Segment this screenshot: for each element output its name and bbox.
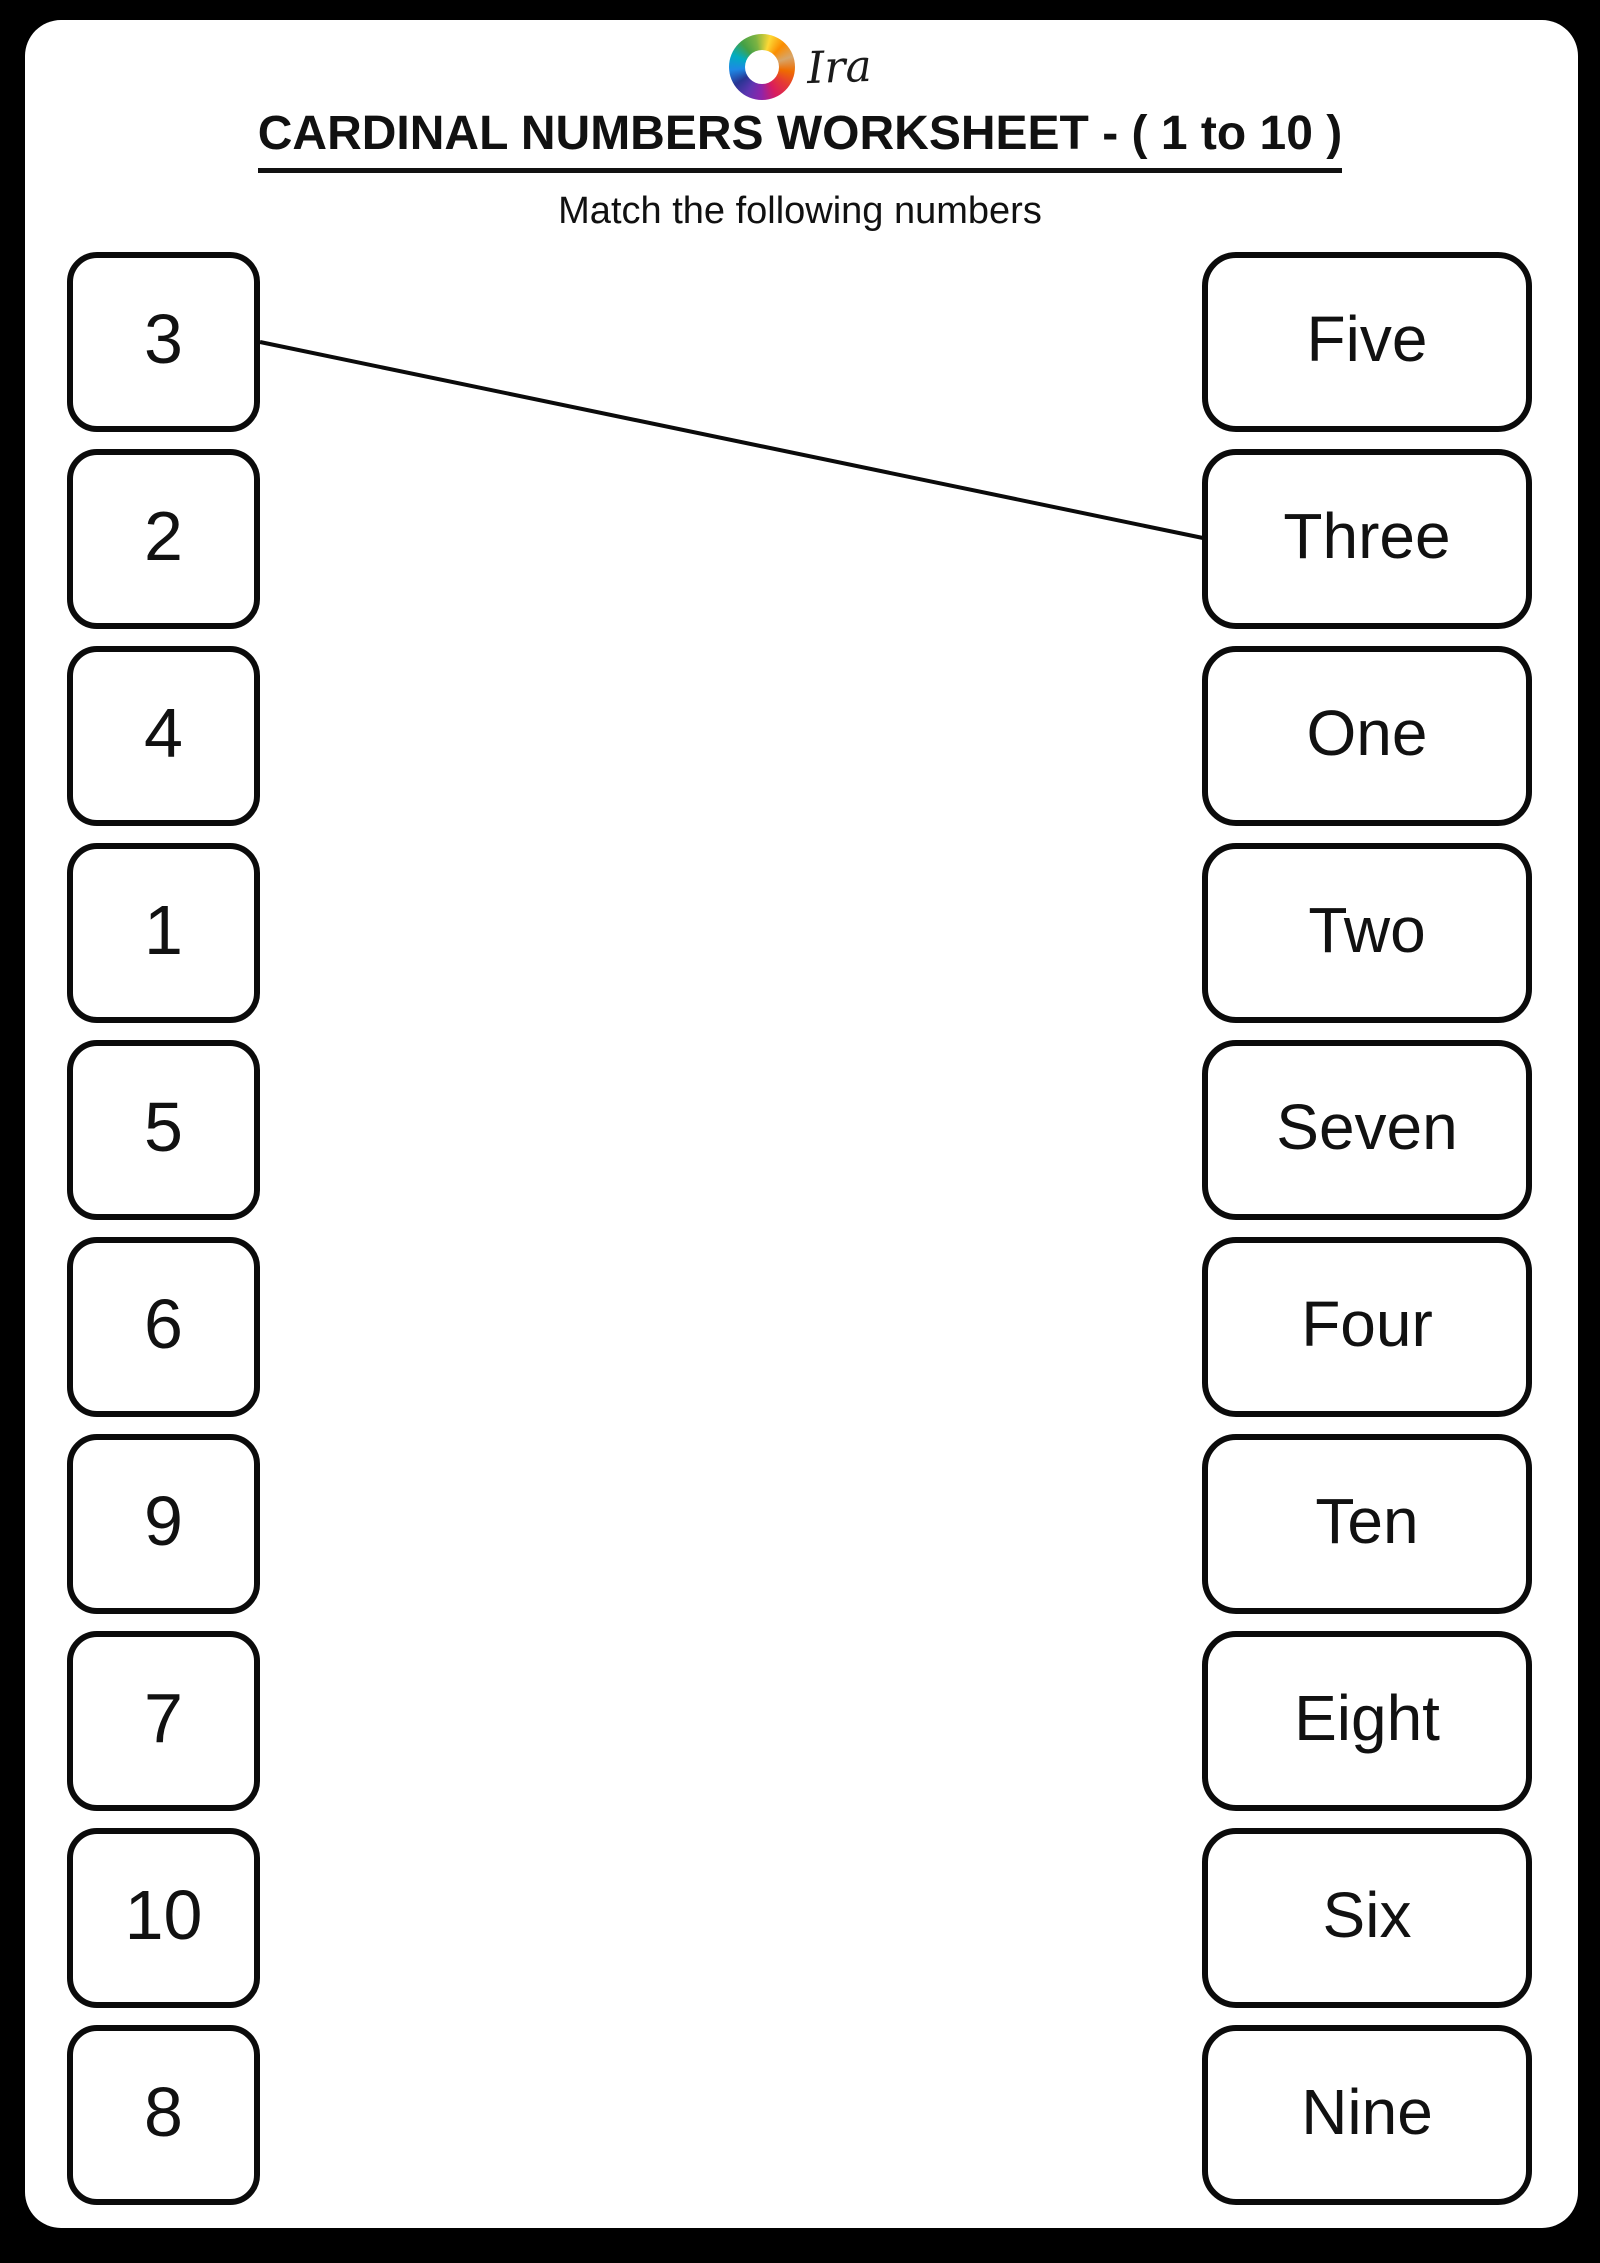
brand-logo: Ira xyxy=(0,34,1600,100)
word-label: Ten xyxy=(1315,1485,1419,1557)
brand-name: Ira xyxy=(805,40,873,94)
worksheet-title: CARDINAL NUMBERS WORKSHEET - ( 1 to 10 ) xyxy=(257,106,1343,173)
word-box[interactable]: One xyxy=(1202,646,1532,826)
number-label: 2 xyxy=(144,497,183,575)
word-box[interactable]: Seven xyxy=(1202,1040,1532,1220)
number-label: 1 xyxy=(144,891,183,969)
word-label: Seven xyxy=(1276,1091,1458,1163)
number-box[interactable]: 5 xyxy=(67,1040,260,1220)
word-label: Four xyxy=(1301,1288,1433,1360)
number-box[interactable]: 1 xyxy=(67,843,260,1023)
number-label: 4 xyxy=(144,694,183,772)
worksheet-instruction: Match the following numbers xyxy=(558,190,1042,232)
word-label: Eight xyxy=(1294,1682,1440,1754)
number-box[interactable]: 7 xyxy=(67,1631,260,1811)
word-label: One xyxy=(1306,697,1428,769)
number-label: 8 xyxy=(144,2073,183,2151)
number-label: 3 xyxy=(144,300,183,378)
word-box[interactable]: Six xyxy=(1202,1828,1532,2008)
word-box[interactable]: Three xyxy=(1202,449,1532,629)
word-label: Three xyxy=(1283,500,1451,572)
number-box[interactable]: 6 xyxy=(67,1237,260,1417)
number-label: 6 xyxy=(144,1285,183,1363)
word-label: Nine xyxy=(1301,2076,1433,2148)
word-box[interactable]: Four xyxy=(1202,1237,1532,1417)
number-box[interactable]: 8 xyxy=(67,2025,260,2205)
number-box[interactable]: 2 xyxy=(67,449,260,629)
word-label: Two xyxy=(1308,894,1426,966)
number-box[interactable]: 9 xyxy=(67,1434,260,1614)
word-label: Five xyxy=(1306,303,1428,375)
number-label: 7 xyxy=(144,1679,183,1757)
word-label: Six xyxy=(1322,1879,1412,1951)
colored-pencil-wheel-icon xyxy=(728,34,795,100)
number-box[interactable]: 10 xyxy=(67,1828,260,2008)
number-box[interactable]: 3 xyxy=(67,252,260,432)
number-label: 5 xyxy=(144,1088,183,1166)
number-box[interactable]: 4 xyxy=(67,646,260,826)
word-box[interactable]: Five xyxy=(1202,252,1532,432)
words-column: Five Three One Two Seven Four Ten Eight … xyxy=(1202,252,1532,2205)
word-box[interactable]: Eight xyxy=(1202,1631,1532,1811)
word-box[interactable]: Ten xyxy=(1202,1434,1532,1614)
number-label: 9 xyxy=(144,1482,183,1560)
numbers-column: 3 2 4 1 5 6 9 7 10 8 xyxy=(67,252,260,2205)
number-label: 10 xyxy=(124,1876,203,1954)
word-box[interactable]: Two xyxy=(1202,843,1532,1023)
word-box[interactable]: Nine xyxy=(1202,2025,1532,2205)
